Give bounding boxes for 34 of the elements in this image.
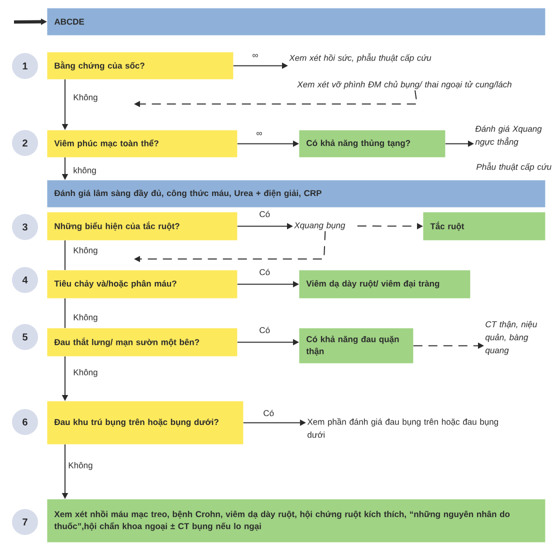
- note-text: Phẫu thuật cấp cứu: [476, 162, 552, 172]
- result-box: Tắc ruột: [423, 212, 546, 240]
- edge-label: ∞: [251, 52, 260, 60]
- edge-label: Không: [72, 93, 99, 103]
- edge-label: không: [72, 166, 98, 176]
- result-box: Có khả năng đau quặn thận: [299, 328, 414, 364]
- edge-label: Không: [72, 368, 99, 378]
- header-band: Đánh giá lâm sàng đầy đủ, công thức máu, Urea + điện giải, CRP: [47, 180, 546, 208]
- note-text: Xem xét vỡ phình ĐM chủ bụng/ thai ngoại tử cung/lách: [297, 80, 512, 90]
- question-box: Những biểu hiện của tắc ruột?: [47, 212, 238, 240]
- edge-label: Có: [258, 210, 272, 218]
- edge-label: Có: [258, 268, 272, 276]
- note-text: Xem xét hồi sức, phẫu thuật cấp cứu: [289, 53, 432, 63]
- question-box: Tiêu chảy và/hoặc phân máu?: [47, 270, 238, 298]
- note-text: CT thận, niệu quản, bàng quang: [485, 321, 537, 355]
- note-text: Xem phần đánh giá đau bụng trên hoặc đau bụng dưới: [307, 418, 498, 438]
- question-box: Viêm phúc mạc toàn thể?: [47, 130, 238, 158]
- question-box: Đau thắt lưng/ mạn sườn một bên?: [47, 328, 238, 356]
- result-box: Có khả năng thủng tạng?: [299, 130, 446, 158]
- edge-label: Không: [72, 313, 99, 323]
- edge-label: Không: [67, 461, 94, 471]
- question-box: Đau khu trú bụng trên hoặc bụng dưới?: [47, 401, 244, 444]
- question-box: Bằng chứng của sốc?: [47, 52, 234, 80]
- edge-label: ∞: [255, 130, 264, 138]
- connector-line: [64, 298, 66, 328]
- edge-label: Không: [72, 246, 99, 256]
- header-band: ABCDE: [47, 8, 546, 36]
- connector-line: [64, 240, 66, 270]
- edge-label: Có: [262, 408, 276, 418]
- note-text: Đánh giá Xquang ngực thẳng: [475, 125, 542, 146]
- edge-label: Có: [258, 326, 272, 334]
- note-text: Xquang bụng: [294, 222, 346, 230]
- result-box: Xem xét nhồi máu mạc treo, bệnh Crohn, viêm dạ dày ruột, hội chứng ruột kích thích, “những nguyên nhân do thuốc”,hội chẩn khoa ngoại ± CT bụng nếu lo ngại: [47, 499, 546, 542]
- result-box: Viêm dạ dày ruột/ viêm đại tràng: [299, 270, 470, 298]
